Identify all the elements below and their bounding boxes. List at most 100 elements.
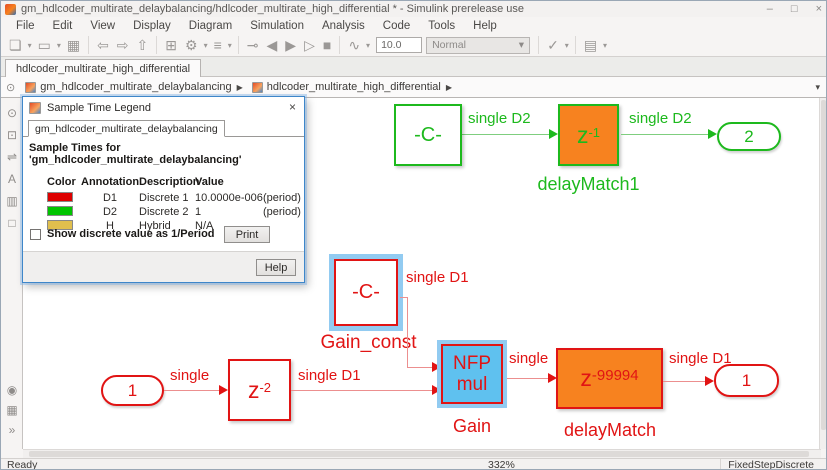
dialog-title-bar[interactable]: Sample Time Legend ×: [23, 97, 304, 119]
title-bar: gm_hdlcoder_multirate_delaybalancing/hdl…: [1, 1, 826, 17]
minimize-button[interactable]: –: [766, 3, 773, 15]
connect-hardware-icon[interactable]: ⊸: [246, 37, 259, 53]
menu-tools[interactable]: Tools: [428, 19, 456, 32]
run-icon[interactable]: ▶: [285, 37, 297, 53]
signal-routing-icon[interactable]: ⇌: [6, 150, 18, 164]
breadcrumb-item-subsystem[interactable]: hdlcoder_multirate_high_differential: [266, 81, 441, 93]
menu-bar: File Edit View Display Diagram Simulatio…: [1, 17, 826, 34]
image-icon[interactable]: ▥: [6, 194, 18, 208]
save-icon[interactable]: ▦: [66, 37, 81, 53]
outport-1[interactable]: 1: [714, 364, 779, 397]
outport-2[interactable]: 2: [717, 122, 781, 151]
build-icon[interactable]: ▤: [583, 37, 598, 53]
arrowhead-icon: [219, 385, 228, 395]
signal-wire: [407, 297, 408, 368]
model-icon: [25, 81, 37, 93]
legend-table: Color Annotation Description Value D1 Di…: [23, 175, 304, 232]
horizontal-scroll-thumb[interactable]: [29, 451, 809, 457]
tab-active-model[interactable]: hdlcoder_multirate_high_differential: [5, 59, 202, 77]
block-delaymatch[interactable]: z-99994: [556, 348, 663, 409]
breadcrumb-arrow-icon[interactable]: ▶: [445, 82, 453, 92]
annotation-icon[interactable]: A: [7, 172, 16, 186]
block-delay-input[interactable]: z-2: [228, 359, 291, 421]
arrowhead-icon: [548, 373, 557, 383]
sample-time-legend-dialog: Sample Time Legend × gm_hdlcoder_multira…: [22, 96, 305, 283]
open-model-icon[interactable]: ▭: [37, 37, 51, 53]
simulation-mode-select[interactable]: Normal ▾: [426, 36, 531, 54]
vertical-scroll-thumb[interactable]: [821, 100, 826, 430]
more-tools-icon[interactable]: »: [8, 423, 16, 437]
legend-heading: Sample Times for 'gm_hdlcoder_multirate_…: [29, 142, 242, 166]
back-icon[interactable]: ⇦: [97, 37, 109, 53]
viewmarks-icon[interactable]: ▦: [6, 403, 18, 417]
toolbar-separator: [88, 36, 90, 54]
model-config-icon[interactable]: ≡: [213, 37, 222, 53]
breadcrumb-dropdown-icon[interactable]: ▾: [815, 81, 820, 92]
vertical-scrollbar[interactable]: [819, 98, 826, 449]
block-name-label: Gain_const: [320, 332, 417, 353]
forward-icon[interactable]: ⇨: [116, 37, 129, 53]
maximize-button[interactable]: □: [790, 3, 798, 15]
menu-code[interactable]: Code: [382, 19, 411, 32]
model-settings-icon[interactable]: ⚙: [185, 37, 198, 53]
signal-label: single D2: [468, 110, 531, 127]
legend-tab[interactable]: gm_hdlcoder_multirate_delaybalancing: [28, 120, 225, 137]
arrowhead-icon: [705, 376, 714, 386]
toolbar-separator: [237, 36, 239, 54]
zoom-icon[interactable]: ⊙: [6, 106, 18, 120]
dialog-bottom-bar: Help: [23, 251, 304, 282]
simulation-stop-time-input[interactable]: [376, 37, 423, 53]
step-forward-icon[interactable]: ▷: [304, 37, 315, 53]
block-gain[interactable]: NFP mul: [437, 340, 507, 408]
menu-analysis[interactable]: Analysis: [321, 19, 365, 32]
close-button[interactable]: ×: [815, 3, 822, 15]
dialog-title: Sample Time Legend: [47, 102, 151, 114]
new-model-dropdown-icon[interactable]: ▾: [27, 40, 32, 50]
breadcrumb-collapse-icon[interactable]: ⊙: [6, 81, 16, 94]
arrowhead-icon: [708, 129, 717, 139]
signal-wire: [663, 381, 706, 382]
stop-icon[interactable]: ■: [322, 37, 332, 53]
dialog-close-icon[interactable]: ×: [288, 100, 296, 114]
new-model-icon[interactable]: ❏: [9, 37, 22, 53]
horizontal-scrollbar[interactable]: [23, 449, 821, 458]
inport-1[interactable]: 1: [101, 375, 164, 406]
signal-wire: [507, 378, 549, 379]
menu-help[interactable]: Help: [473, 19, 497, 32]
breadcrumb-arrow-icon[interactable]: ▶: [236, 82, 243, 92]
block-gain-const[interactable]: -C-: [329, 254, 403, 331]
menu-display[interactable]: Display: [133, 19, 171, 32]
open-model-dropdown-icon[interactable]: ▾: [56, 40, 61, 50]
signal-wire: [462, 134, 550, 135]
menu-diagram[interactable]: Diagram: [188, 19, 233, 32]
block-constant-green[interactable]: -C-: [394, 104, 462, 166]
signal-label: single: [509, 350, 549, 367]
model-advisor-icon[interactable]: ✓: [547, 37, 559, 53]
screenshot-icon[interactable]: ◉: [6, 383, 18, 397]
area-icon[interactable]: □: [8, 216, 16, 230]
model-advisor-dropdown-icon[interactable]: ▾: [564, 40, 569, 50]
show-1-period-checkbox[interactable]: [30, 229, 41, 240]
library-browser-icon[interactable]: ⊞: [165, 37, 177, 53]
menu-file[interactable]: File: [16, 19, 35, 32]
up-to-parent-icon[interactable]: ⇧: [136, 37, 149, 53]
build-dropdown-icon[interactable]: ▾: [603, 40, 608, 50]
model-settings-dropdown-icon[interactable]: ▾: [203, 40, 208, 50]
block-name-label: Gain: [452, 416, 492, 436]
tool-palette: ⊙ ⊡ ⇌ A ▥ □ ◉ ▦ »: [1, 98, 23, 449]
menu-simulation[interactable]: Simulation: [250, 19, 304, 32]
block-name-label: delayMatch: [563, 420, 657, 440]
menu-view[interactable]: View: [90, 19, 116, 32]
breadcrumb-item-root[interactable]: gm_hdlcoder_multirate_delaybalancing: [40, 81, 232, 93]
toolbar-separator: [339, 36, 341, 54]
menu-edit[interactable]: Edit: [52, 19, 73, 32]
help-button[interactable]: Help: [256, 259, 296, 276]
block-delaymatch1[interactable]: z-1: [558, 104, 619, 166]
simulation-display-icon[interactable]: ∿: [348, 37, 361, 53]
simulation-display-dropdown-icon[interactable]: ▾: [366, 40, 371, 50]
model-config-dropdown-icon[interactable]: ▾: [227, 40, 232, 50]
print-button[interactable]: Print: [224, 226, 270, 243]
fit-to-view-icon[interactable]: ⊡: [6, 128, 18, 142]
color-swatch: [47, 192, 73, 202]
step-back-icon[interactable]: ◀: [266, 37, 278, 53]
